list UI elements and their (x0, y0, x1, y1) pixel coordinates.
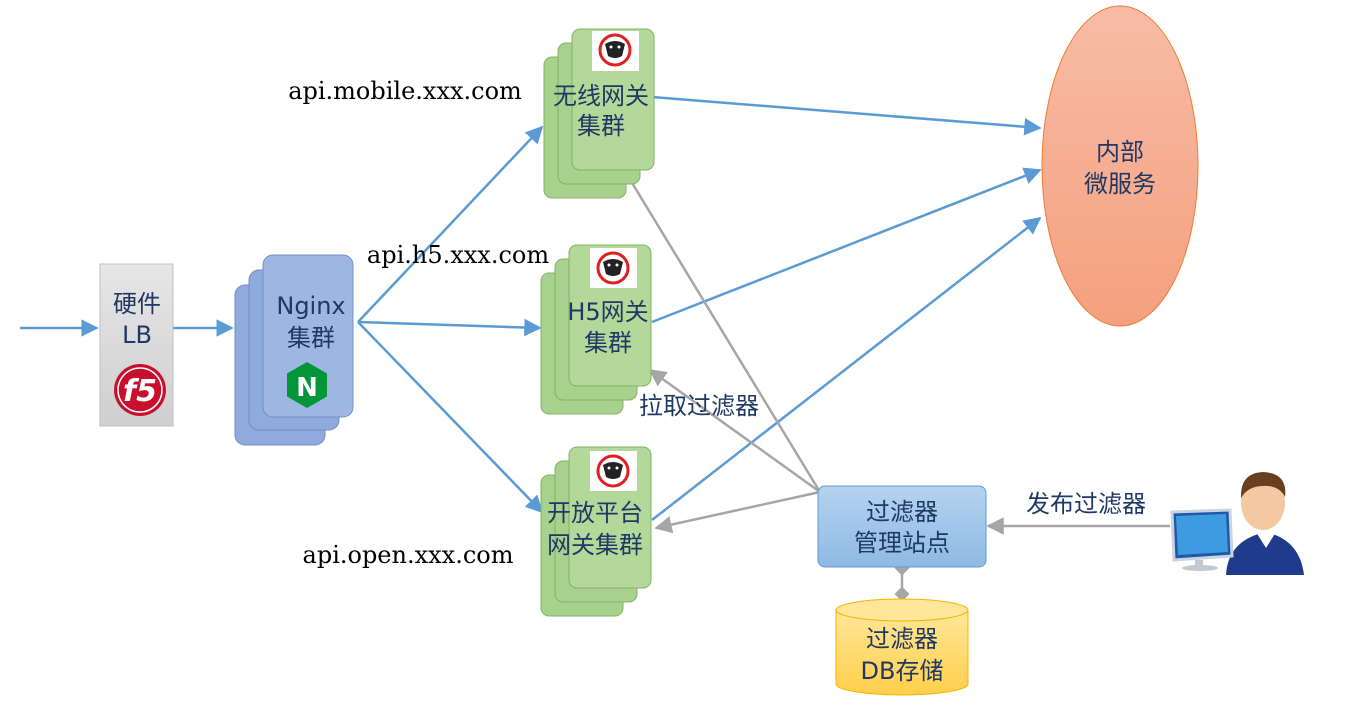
f5-logo-text: f5 (123, 374, 157, 409)
zuul-logo-icon (592, 31, 639, 71)
hardware-lb-label-line1: 硬件 (113, 290, 161, 318)
hardware-lb-label-line2: LB (122, 321, 152, 349)
gray-connectors (621, 166, 1170, 602)
nginx-to-h5-arrow (357, 318, 542, 337)
nginx-logo-icon: N (287, 362, 327, 408)
h5-gateway-node: H5网关 集群 (540, 244, 652, 415)
h5-to-ms-arrow (651, 167, 1042, 324)
open-domain-label: api.open.xxx.com (303, 541, 514, 569)
wireless-label-line1: 无线网关 (553, 82, 649, 110)
wireless-to-ms-arrow (651, 95, 1042, 136)
nginx-label-line1: Nginx (276, 292, 345, 320)
db-label-line2: DB存储 (861, 657, 944, 685)
microservices-label-line2: 微服务 (1084, 170, 1156, 198)
monitor-icon (1170, 508, 1234, 571)
open-to-ms-arrow (651, 216, 1042, 521)
open-platform-gateway-node: 开放平台 网关集群 (540, 446, 652, 617)
mobile-domain-label: api.mobile.xxx.com (288, 77, 522, 105)
nginx-label-line2: 集群 (287, 324, 335, 352)
filter-admin-site-node: 过滤器 管理站点 (817, 485, 987, 568)
microservices-label-line1: 内部 (1096, 138, 1144, 166)
admin-label-line1: 过滤器 (866, 498, 938, 526)
nginx-to-open-arrow (357, 321, 544, 514)
open-label-line1: 开放平台 (547, 499, 643, 527)
zuul-logo-icon (590, 451, 637, 491)
nginx-logo-text: N (296, 373, 318, 403)
wireless-gateway-node: 无线网关 集群 (543, 28, 655, 199)
internal-microservices-node: 内部 微服务 (1041, 5, 1199, 327)
publish-filters-label: 发布过滤器 (1026, 490, 1146, 518)
filter-db-node: 过滤器 DB存储 (835, 598, 969, 696)
h5-label-line1: H5网关 (567, 298, 648, 326)
admin-to-h5-arrow (648, 368, 821, 494)
zuul-logo-icon (590, 248, 637, 288)
db-label-line1: 过滤器 (866, 625, 938, 653)
nginx-cluster-node: Nginx 集群 N (234, 254, 354, 446)
blue-connectors (20, 95, 1042, 521)
admin-to-wireless-arrow (621, 166, 822, 493)
nginx-to-wireless-arrow (357, 125, 544, 323)
h5-label-line2: 集群 (584, 329, 632, 357)
admin-user-icon (1170, 472, 1304, 575)
open-label-line2: 网关集群 (547, 531, 643, 559)
admin-to-open-arrow (654, 490, 821, 534)
admin-label-line2: 管理站点 (854, 529, 950, 557)
pull-filters-label: 拉取过滤器 (639, 392, 759, 420)
hardware-lb-node: 硬件 LB f5 (99, 263, 174, 427)
f5-logo-icon: f5 (114, 364, 166, 416)
h5-domain-label: api.h5.xxx.com (367, 241, 549, 269)
wireless-label-line2: 集群 (577, 112, 625, 140)
